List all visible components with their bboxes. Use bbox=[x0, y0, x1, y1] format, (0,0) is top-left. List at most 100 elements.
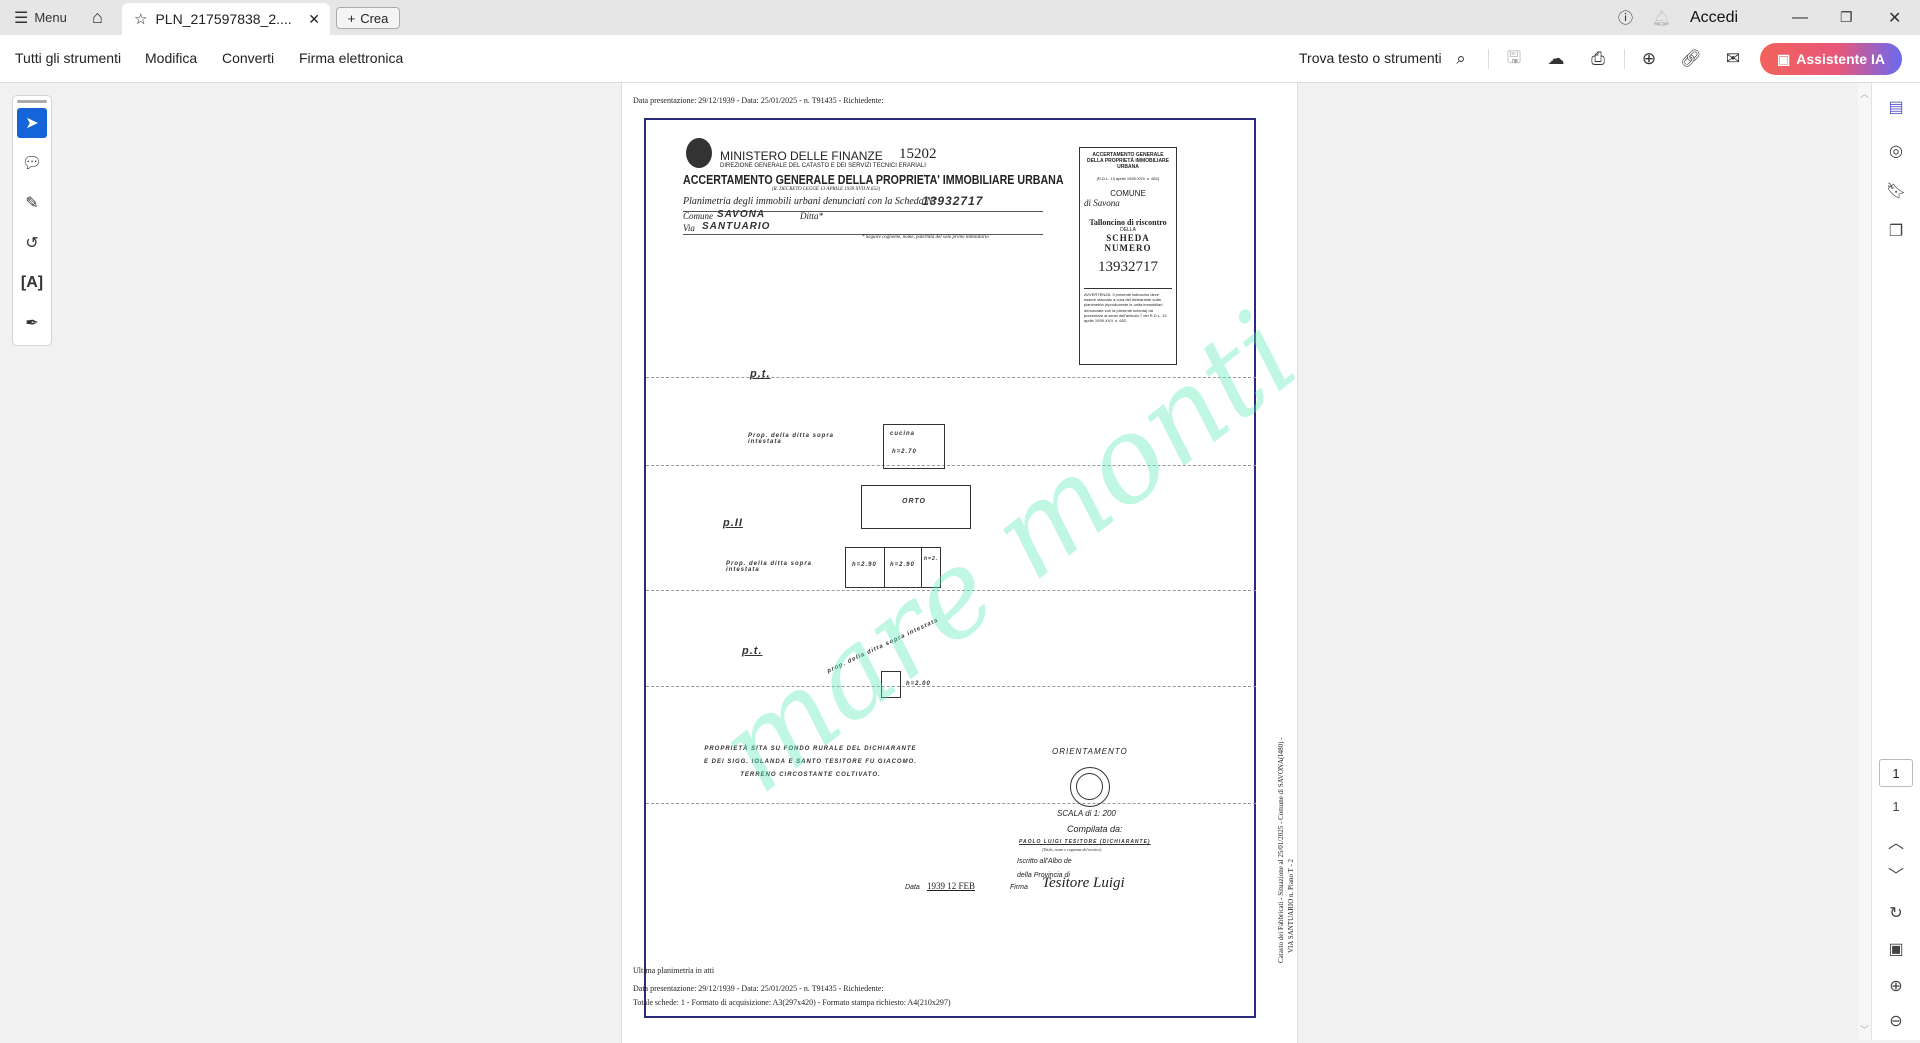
footer-line: Data presentazione: 29/12/1939 - Data: 2… bbox=[633, 984, 884, 993]
page-total: 1 bbox=[1892, 798, 1900, 814]
create-button[interactable]: +Crea bbox=[336, 7, 400, 29]
highlight-pen-icon[interactable]: ✎ bbox=[25, 195, 39, 212]
date-value: 1939 12 FEB bbox=[927, 881, 976, 891]
next-page-icon[interactable]: ﹀ bbox=[1887, 868, 1904, 885]
zoom-in-icon[interactable]: ⊕ bbox=[1889, 978, 1903, 995]
prop-ditta: Prop. della ditta sopra intestata bbox=[748, 433, 835, 445]
bell-icon[interactable]: 🔔︎ bbox=[1652, 9, 1672, 27]
ministry: MINISTERO DELLE FINANZE bbox=[720, 149, 883, 163]
stamp-talloncino: Talloncino di riscontro bbox=[1089, 218, 1167, 227]
via-value: SANTUARIO bbox=[702, 221, 771, 232]
menu-button[interactable]: ☰Menu bbox=[14, 0, 67, 35]
lasso-draw-icon[interactable]: ↺ bbox=[25, 235, 39, 252]
stamp-law: (R.D.L. 13 aprile 1939-XVII, n. 652) bbox=[1096, 176, 1160, 181]
share-user-icon[interactable]: ⊕ bbox=[1641, 49, 1657, 68]
cloud-upload-icon[interactable]: ☁ bbox=[1547, 49, 1565, 68]
comune-label: Comune bbox=[683, 211, 713, 221]
drag-handle[interactable] bbox=[17, 100, 47, 103]
room-label: ORTO bbox=[902, 498, 926, 505]
stamp-box: ACCERTAMENTO GENERALE DELLA PROPRIETÀ IM… bbox=[1079, 147, 1177, 365]
page-number-input[interactable]: 1 bbox=[1879, 759, 1913, 787]
zoom-out-icon[interactable]: ⊖ bbox=[1889, 1013, 1903, 1030]
scroll-up-icon[interactable]: ︿ bbox=[1860, 89, 1870, 99]
ai-overview-icon[interactable]: ▤ bbox=[1888, 99, 1904, 116]
main-toolbar: Tutti gli strumenti Modifica Converti Fi… bbox=[0, 35, 1920, 83]
email-icon[interactable]: ✉ bbox=[1725, 49, 1741, 68]
stamp-head: ACCERTAMENTO GENERALE DELLA PROPRIETÀ IM… bbox=[1086, 152, 1170, 170]
sign-in-button[interactable]: Accedi bbox=[1690, 8, 1739, 26]
fit-page-icon[interactable]: ▣ bbox=[1888, 941, 1904, 958]
prop-ditta: Prop. della ditta sopra intestata bbox=[726, 561, 813, 573]
albo-label: Iscritto all'Albo de bbox=[1017, 858, 1072, 865]
menu-edit[interactable]: Modifica bbox=[145, 50, 198, 66]
comments-icon[interactable]: ◎ bbox=[1889, 143, 1903, 160]
dashed-line bbox=[646, 377, 1256, 378]
room-height: h=2.00 bbox=[906, 681, 931, 687]
comment-tool-icon[interactable]: 💬︎ bbox=[21, 155, 43, 172]
direction: DIREZIONE GENERALE DEL CATASTO E DEI SER… bbox=[720, 163, 926, 169]
close-window-icon[interactable]: ✕ bbox=[1888, 9, 1902, 27]
header-info: Data presentazione: 29/12/1939 - Data: 2… bbox=[633, 96, 884, 105]
text-recognition-icon[interactable]: [A] bbox=[20, 274, 44, 291]
rotate-icon[interactable]: ↻ bbox=[1889, 905, 1903, 922]
menu-label: Menu bbox=[34, 10, 67, 25]
quick-tools-panel: ➤ 💬︎ ✎ ↺ [A] ✒ bbox=[12, 95, 52, 346]
tab-title: PLN_217597838_2.... bbox=[155, 11, 292, 27]
orto-area: ORTO bbox=[861, 485, 971, 529]
decree: (R. DECRETO LEGGE 13 APRILE 1939 XVII N.… bbox=[772, 187, 881, 192]
prev-page-icon[interactable]: ︿ bbox=[1887, 835, 1904, 852]
technician-hint: (Titolo, nome e cognome del tecnico) bbox=[1042, 847, 1102, 852]
search-icon[interactable]: ⌕ bbox=[1456, 49, 1466, 68]
document-tab[interactable]: ☆ PLN_217597838_2.... ✕ bbox=[122, 3, 330, 35]
property-line: E DEI SIGG. IOLANDA E SANTO TESITORE FU … bbox=[704, 759, 917, 765]
room-height: h=2.70 bbox=[892, 449, 917, 455]
help-icon[interactable]: ⓘ bbox=[1618, 10, 1634, 27]
scroll-down-icon[interactable]: ﹀ bbox=[1860, 1025, 1870, 1035]
star-icon[interactable]: ☆ bbox=[134, 11, 148, 28]
pages-icon[interactable]: ❐ bbox=[1888, 223, 1904, 240]
note: * Seguire cognome, nome, paternità del s… bbox=[862, 235, 989, 240]
link-icon[interactable]: 🔗︎ bbox=[1680, 49, 1702, 68]
ai-assistant-label: Assistente IA bbox=[1796, 51, 1885, 67]
menu-convert[interactable]: Converti bbox=[222, 50, 275, 66]
divider bbox=[1624, 49, 1625, 69]
floor-label: p.t. bbox=[750, 368, 771, 380]
dashed-line bbox=[646, 465, 1256, 466]
floor-label: p.t. bbox=[742, 645, 763, 657]
room-label: cucina bbox=[890, 431, 916, 437]
doc-title: ACCERTAMENTO GENERALE DELLA PROPRIETA' I… bbox=[683, 172, 1064, 187]
right-panel: ▤ ◎ 🔖︎ ❐ 1 1 ︿ ﹀ ↻ ▣ ⊕ ⊖ bbox=[1871, 83, 1920, 1040]
stamp-city: Savona bbox=[1093, 198, 1120, 208]
property-line: TERRENO CIRCOSTANTE COLTIVATO. bbox=[740, 772, 881, 778]
signature-label: Firma bbox=[1010, 884, 1028, 891]
kitchen-room: cucina h=2.70 bbox=[883, 424, 945, 469]
menu-e-sign[interactable]: Firma elettronica bbox=[299, 50, 404, 66]
restore-icon[interactable]: ❐ bbox=[1840, 9, 1853, 25]
menu-all-tools[interactable]: Tutti gli strumenti bbox=[15, 50, 122, 66]
print-icon[interactable]: ⎙ bbox=[1591, 49, 1605, 68]
property-text: PROPRIETÀ SITA SU FONDO RURALE DEL DICHI… bbox=[704, 743, 917, 782]
wall bbox=[884, 548, 885, 587]
floor-label: p.II bbox=[723, 517, 743, 529]
ai-assistant-button[interactable]: ▣Assistente IA bbox=[1760, 43, 1902, 75]
minimize-icon[interactable]: — bbox=[1792, 8, 1808, 26]
scheda-number: 13932717 bbox=[922, 194, 984, 208]
close-tab-icon[interactable]: ✕ bbox=[308, 10, 320, 27]
room-height: h=2. bbox=[924, 556, 939, 562]
select-tool-icon[interactable]: ➤ bbox=[17, 108, 47, 138]
compiled-by: Compilata da: bbox=[1067, 824, 1123, 834]
stamp-warning: AVVERTENZA: Il presente talloncino deve … bbox=[1084, 288, 1172, 323]
save-icon[interactable]: 🖫 bbox=[1506, 47, 1522, 67]
bookmarks-icon[interactable]: 🔖︎ bbox=[1885, 183, 1907, 200]
compass-icon bbox=[1070, 767, 1110, 807]
signature: Tesitore Luigi bbox=[1042, 875, 1125, 891]
ditta-label: Ditta* bbox=[800, 211, 824, 221]
signature-icon[interactable]: ✒ bbox=[25, 315, 39, 332]
dashed-line bbox=[646, 686, 1256, 687]
create-label: Crea bbox=[360, 10, 389, 26]
footer-line: Totale schede: 1 - Formato di acquisizio… bbox=[633, 998, 951, 1007]
small-room bbox=[881, 671, 901, 698]
find-text-tools[interactable]: Trova testo o strumenti bbox=[1299, 50, 1442, 66]
vertical-scrollbar[interactable]: ︿ ﹀ bbox=[1858, 83, 1871, 1040]
home-icon[interactable]: ⌂ bbox=[92, 7, 103, 27]
